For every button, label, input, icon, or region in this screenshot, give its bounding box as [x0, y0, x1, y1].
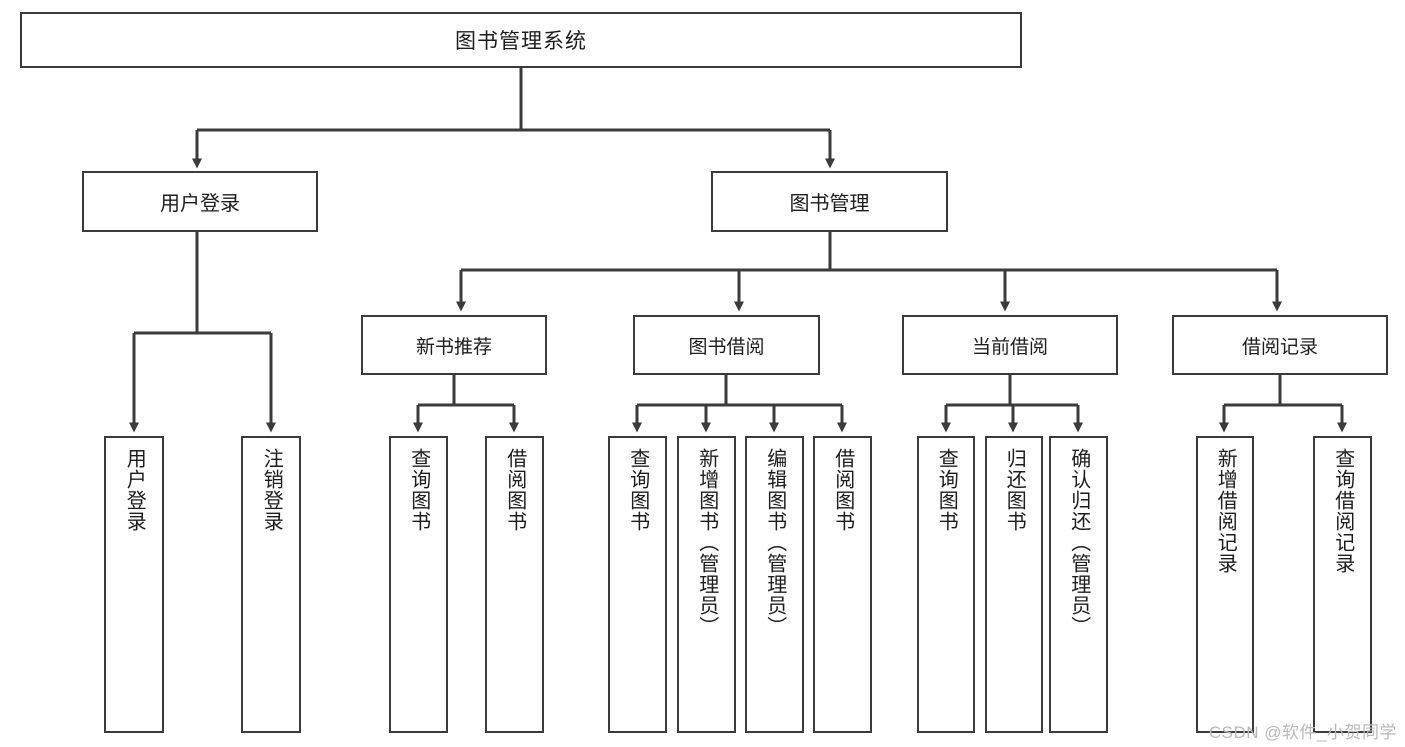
- leaf-query-borrow-record[interactable]: 查询借阅记录: [1313, 436, 1372, 733]
- leaf-logout[interactable]: 注销登录: [241, 436, 301, 733]
- leaf-label: 新增借阅记录: [1214, 448, 1237, 574]
- node-label: 图书管理系统: [455, 30, 587, 53]
- leaf-label: 借阅图书: [831, 448, 854, 532]
- leaf-confirm-return[interactable]: 确认归还（管理员）: [1049, 436, 1108, 733]
- leaf-return-book[interactable]: 归还图书: [985, 436, 1043, 733]
- node-new-book-recommend[interactable]: 新书推荐: [361, 315, 547, 375]
- node-label: 图书借阅: [688, 336, 765, 358]
- node-root-system[interactable]: 图书管理系统: [20, 12, 1022, 68]
- leaf-label: 查询图书: [626, 448, 649, 532]
- leaf-label: 借阅图书: [503, 448, 526, 532]
- node-book-manage[interactable]: 图书管理: [711, 171, 948, 232]
- leaf-user-login[interactable]: 用户登录: [104, 436, 164, 733]
- leaf-label: 用户登录: [123, 448, 146, 532]
- leaf-add-borrow-record[interactable]: 新增借阅记录: [1196, 436, 1254, 733]
- leaf-label: 归还图书: [1003, 448, 1026, 532]
- node-user-login[interactable]: 用户登录: [82, 171, 318, 232]
- leaf-label: 确认归还（管理员）: [1067, 448, 1090, 637]
- leaf-label: 查询借阅记录: [1331, 448, 1354, 574]
- leaf-label: 编辑图书（管理员）: [763, 448, 786, 637]
- leaf-add-book[interactable]: 新增图书（管理员）: [677, 436, 736, 733]
- node-label: 借阅记录: [1241, 336, 1318, 358]
- node-current-borrow[interactable]: 当前借阅: [902, 315, 1118, 375]
- node-book-borrow[interactable]: 图书借阅: [633, 315, 820, 375]
- watermark: CSDN @软件_小贺同学: [1208, 723, 1397, 742]
- leaf-label: 查询图书: [935, 448, 958, 532]
- node-borrow-record[interactable]: 借阅记录: [1172, 315, 1388, 375]
- node-label: 图书管理: [789, 193, 870, 215]
- node-label: 新书推荐: [415, 336, 492, 358]
- leaf-label: 查询图书: [407, 448, 430, 532]
- leaf-label: 注销登录: [260, 448, 283, 532]
- leaf-borrow-book-recommend[interactable]: 借阅图书: [485, 436, 544, 733]
- leaf-query-book-current[interactable]: 查询图书: [917, 436, 975, 733]
- node-label: 用户登录: [160, 193, 240, 215]
- leaf-query-book-recommend[interactable]: 查询图书: [389, 436, 448, 733]
- node-label: 当前借阅: [971, 336, 1048, 358]
- leaf-label: 新增图书（管理员）: [695, 448, 718, 637]
- leaf-borrow-book[interactable]: 借阅图书: [813, 436, 872, 733]
- leaf-edit-book[interactable]: 编辑图书（管理员）: [745, 436, 804, 733]
- leaf-query-book-borrow[interactable]: 查询图书: [608, 436, 667, 733]
